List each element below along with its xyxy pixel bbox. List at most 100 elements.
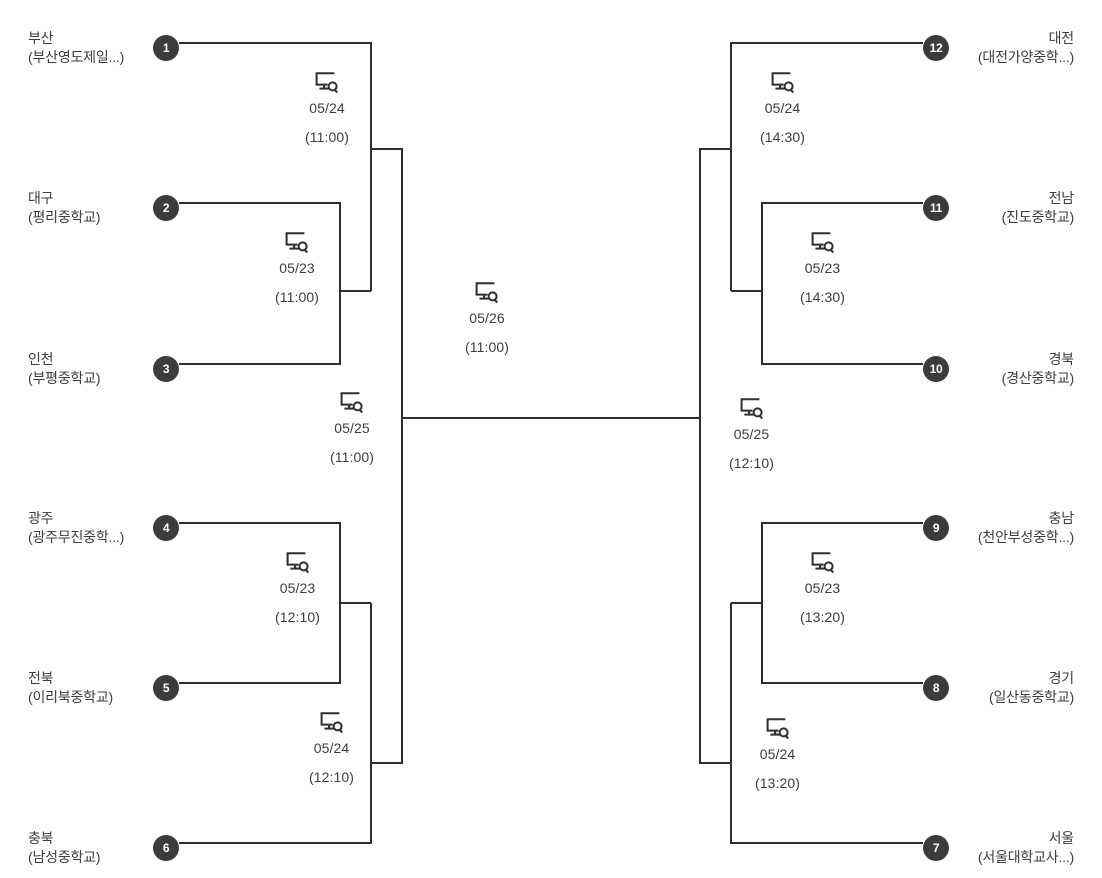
seed-badge[interactable]: 2 [153,195,179,221]
monitor-search-icon [766,718,789,740]
team-name: 부산 [28,30,54,46]
seed-badge[interactable]: 1 [153,35,179,61]
monitor-search-icon [285,232,309,254]
team-entry-right-9[interactable]: 9 충남 (천안부성중학...) [923,509,1074,547]
match-date: 05/23 [804,580,841,596]
team-school: (부평중학교) [28,370,101,386]
team-school: (남성중학교) [28,849,101,865]
monitor-search-icon [811,552,834,574]
match-date: 05/25 [733,426,770,442]
seed-badge[interactable]: 3 [153,356,179,382]
team-name: 전남 [1048,190,1075,206]
team-name: 경기 [1048,670,1075,686]
team-entry-left-2[interactable]: 대구 (평리중학교) 2 [28,189,179,227]
team-entry-right-11[interactable]: 11 전남 (진도중학교) [923,189,1074,227]
team-name: 경북 [1048,351,1075,367]
team-label: 인천 (부평중학교) [28,350,101,388]
match-time: (11:00) [305,129,350,145]
team-entry-left-5[interactable]: 전북 (이리북중학교) 5 [28,669,179,707]
team-name: 전북 [28,670,54,686]
team-name: 충남 [1048,510,1075,526]
seed-badge[interactable]: 5 [153,675,179,701]
match-date: 05/23 [804,260,841,276]
team-school: (진도중학교) [1001,209,1075,225]
team-school: (이리북중학교) [28,689,114,705]
match-card-right-r1-a[interactable]: 05/23 (14:30) [800,230,845,308]
seed-badge[interactable]: 9 [923,515,949,541]
match-card-final[interactable]: 05/26 (11:00) [465,280,509,358]
match-time: (13:20) [800,609,846,625]
team-label: 충남 (천안부성중학...) [978,509,1074,547]
seed-badge[interactable]: 7 [923,835,949,861]
match-date: 05/25 [334,420,370,436]
monitor-search-icon [286,552,309,574]
team-entry-right-12[interactable]: 12 대전 (대전가양중학...) [923,29,1074,67]
match-time: (12:10) [729,455,775,471]
team-label: 대전 (대전가양중학...) [978,29,1074,67]
match-card-left-sf[interactable]: 05/25 (11:00) [330,390,374,468]
team-name: 서울 [1048,830,1075,846]
match-card-left-qf-b[interactable]: 05/24 (12:10) [309,710,354,788]
match-date: 05/24 [764,100,801,116]
match-date: 05/26 [469,310,505,326]
match-time: (12:10) [275,609,321,625]
match-date: 05/24 [313,740,350,756]
team-entry-right-10[interactable]: 10 경북 (경산중학교) [923,350,1074,388]
team-name: 충북 [28,830,54,846]
monitor-search-icon [771,72,794,94]
match-time: (11:00) [330,449,375,465]
match-time: (13:20) [755,775,801,791]
team-label: 전남 (진도중학교) [1001,189,1075,227]
team-label: 대구 (평리중학교) [28,189,101,227]
match-card-right-qf-b[interactable]: 05/24 (13:20) [755,716,800,794]
team-label: 경기 (일산동중학교) [989,669,1074,707]
match-date: 05/24 [759,746,796,762]
monitor-search-icon [340,392,364,414]
team-label: 전북 (이리북중학교) [28,669,113,707]
seed-badge[interactable]: 12 [923,35,949,61]
match-card-left-r1-a[interactable]: 05/23 (11:00) [275,230,319,308]
seed-badge[interactable]: 4 [153,515,179,541]
team-school: (일산동중학교) [988,689,1074,705]
seed-badge[interactable]: 10 [923,356,949,382]
team-school: (대전가양중학...) [977,49,1074,65]
team-entry-right-8[interactable]: 8 경기 (일산동중학교) [923,669,1074,707]
team-label: 충북 (남성중학교) [28,829,101,867]
team-entry-left-3[interactable]: 인천 (부평중학교) 3 [28,350,179,388]
team-entry-left-4[interactable]: 광주 (광주무진중학...) 4 [28,509,179,547]
monitor-search-icon [811,232,834,254]
team-entry-left-1[interactable]: 부산 (부산영도제일...) 1 [28,29,179,67]
seed-badge[interactable]: 8 [923,675,949,701]
team-school: (천안부성중학...) [977,529,1074,545]
team-label: 광주 (광주무진중학...) [28,509,124,547]
match-time: (14:30) [760,129,806,145]
match-date: 05/23 [279,580,316,596]
match-time: (11:00) [275,289,320,305]
match-date: 05/23 [279,260,315,276]
match-card-left-qf-a[interactable]: 05/24 (11:00) [305,70,349,148]
seed-badge[interactable]: 6 [153,835,179,861]
match-time: (12:10) [309,769,355,785]
match-card-right-sf[interactable]: 05/25 (12:10) [729,396,774,474]
team-school: (부산영도제일...) [28,49,125,65]
seed-badge[interactable]: 11 [923,195,949,221]
team-entry-right-7[interactable]: 7 서울 (서울대학교사...) [923,829,1074,867]
team-name: 대구 [28,190,54,206]
team-entry-left-6[interactable]: 충북 (남성중학교) 6 [28,829,179,867]
match-time: (11:00) [465,339,510,355]
team-name: 광주 [28,510,54,526]
team-name: 인천 [28,351,54,367]
team-name: 대전 [1048,30,1075,46]
team-label: 경북 (경산중학교) [1001,350,1075,388]
match-card-right-qf-a[interactable]: 05/24 (14:30) [760,70,805,148]
team-school: (평리중학교) [28,209,101,225]
match-card-right-r1-b[interactable]: 05/23 (13:20) [800,550,845,628]
match-card-left-r1-b[interactable]: 05/23 (12:10) [275,550,320,628]
team-school: (서울대학교사...) [977,849,1074,865]
team-school: (경산중학교) [1001,370,1075,386]
monitor-search-icon [320,712,343,734]
team-label: 부산 (부산영도제일...) [28,29,124,67]
team-label: 서울 (서울대학교사...) [978,829,1074,867]
